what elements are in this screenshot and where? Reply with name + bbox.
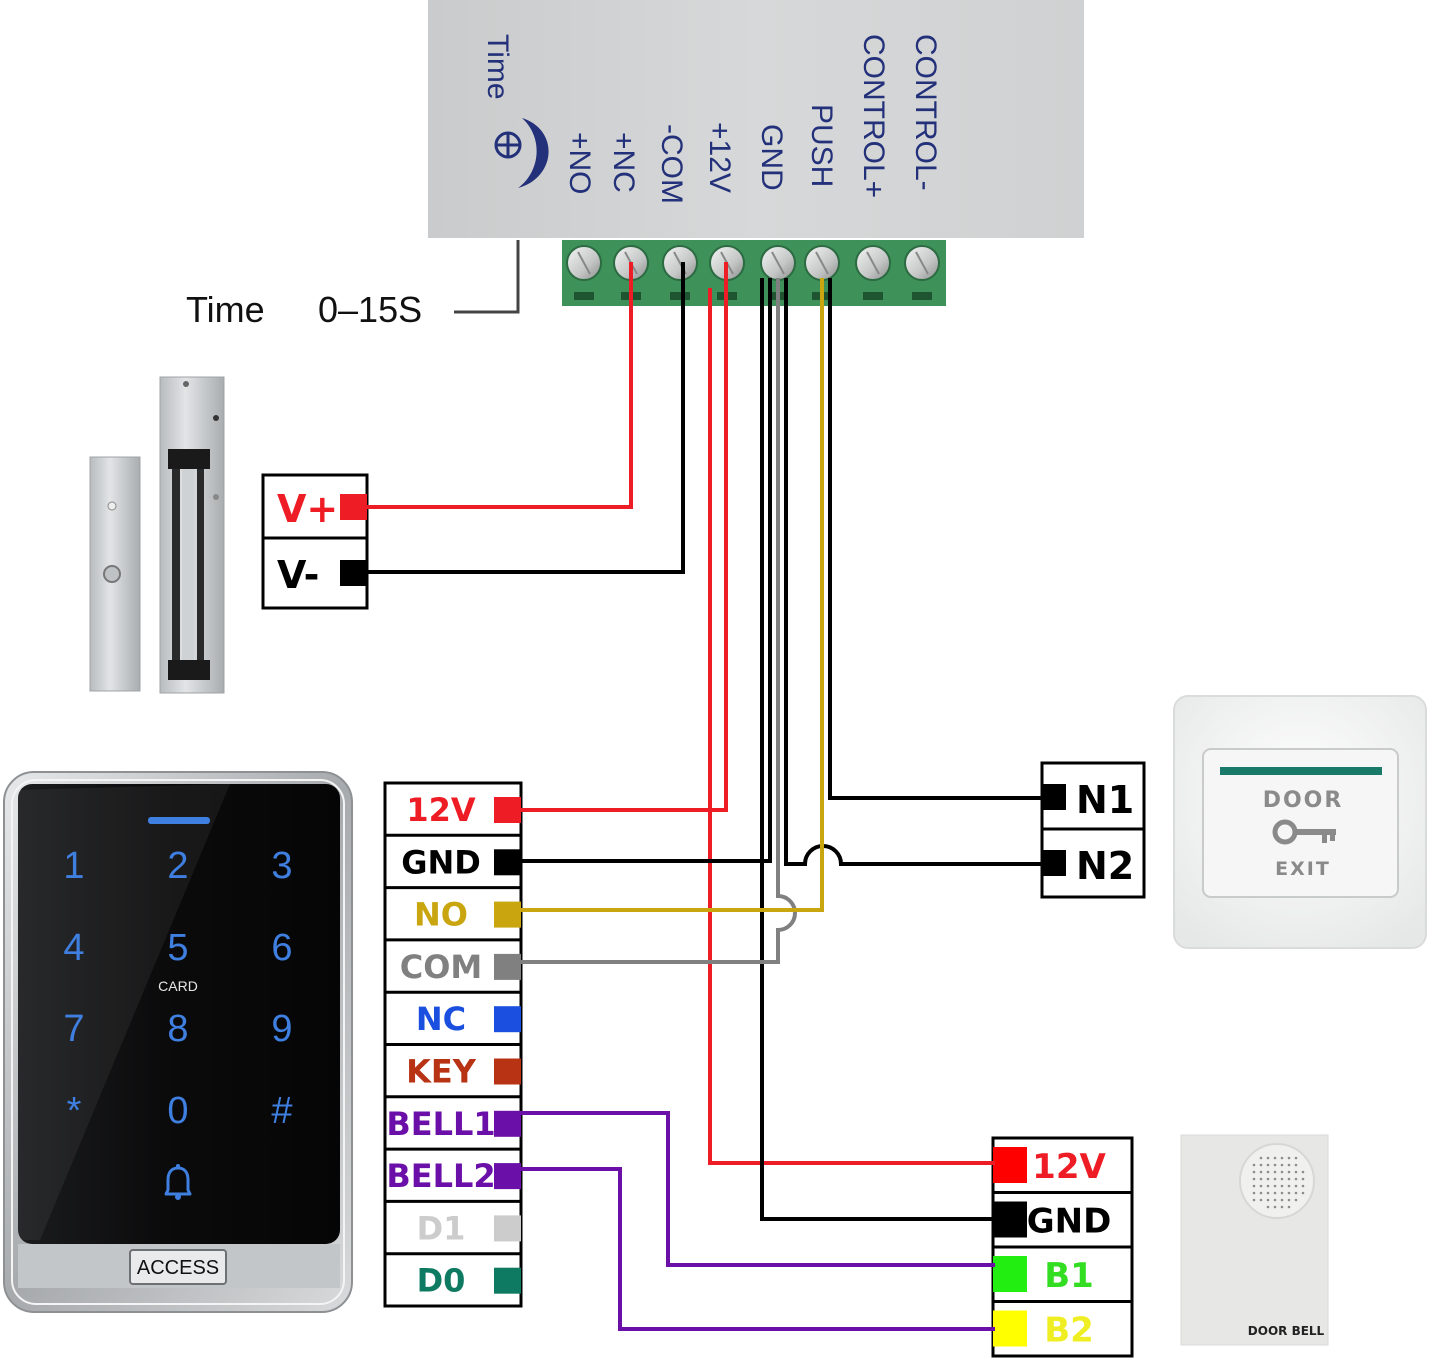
- exit-button-door-text: DOOR: [1263, 788, 1344, 813]
- terminal-label-control-minus: CONTROL-: [909, 34, 942, 191]
- keypad-indicator-led: [148, 817, 210, 824]
- doorbell-label: DOOR BELL: [1248, 1324, 1325, 1338]
- keypad-terminal-com: COM: [400, 948, 483, 986]
- keypad-pad-bell1: [494, 1111, 521, 1137]
- terminal-slot: [912, 292, 932, 300]
- maglock-pad-vminus: [340, 560, 367, 586]
- wire-bell1-to-b1: [521, 1113, 995, 1265]
- exit-terminal-n2: N2: [1076, 844, 1134, 888]
- terminal-slot: [670, 292, 690, 300]
- wire-gnd-to-doorbell: [762, 278, 995, 1219]
- doorbell-pad-b1: [993, 1256, 1027, 1292]
- maglock-terminal-box: V+ V-: [263, 475, 367, 608]
- wire-bell2-to-b2: [521, 1169, 995, 1329]
- doorbell-terminal-b2: B2: [1044, 1311, 1094, 1351]
- keypad-terminal-bell2: BELL2: [386, 1157, 495, 1195]
- keypad-key[interactable]: 0: [167, 1090, 188, 1132]
- keypad-pad-com: [494, 954, 521, 980]
- keypad-key[interactable]: 4: [63, 927, 84, 969]
- terminal-label-12v: +12V: [703, 122, 736, 193]
- keypad-terminal-box: 12V GND NO COM NC KEY BELL1BELL2D1D0: [385, 783, 521, 1306]
- speaker-grille-icon: [1240, 1144, 1314, 1218]
- keypad-pad-nc: [494, 1006, 521, 1032]
- keypad-terminal-nc: NC: [416, 1000, 466, 1038]
- wire-12v-to-doorbell: [710, 288, 995, 1163]
- keypad-key[interactable]: 3: [271, 845, 292, 887]
- keypad-pad-gnd: [494, 849, 521, 875]
- terminal-label-control-plus: CONTROL+: [857, 34, 890, 198]
- keypad-key[interactable]: 6: [271, 927, 292, 969]
- wire-12v-to-keypad: [521, 262, 726, 810]
- keypad-key[interactable]: 1: [63, 845, 84, 887]
- keypad-key[interactable]: 2: [167, 845, 188, 887]
- maglock-terminal-vminus: V-: [277, 553, 319, 597]
- terminal-label-com: -COM: [655, 124, 688, 204]
- time-range-annotation: Time 0–15S: [186, 240, 518, 330]
- terminal-label-gnd: GND: [755, 124, 788, 191]
- terminal-slot: [863, 292, 883, 300]
- doorbell-terminal-gnd: GND: [1027, 1202, 1112, 1242]
- keypad-terminal-no: NO: [414, 896, 468, 934]
- keypad-key[interactable]: 5: [167, 927, 188, 969]
- keypad-terminal-d0: D0: [417, 1262, 466, 1300]
- access-label: ACCESS: [137, 1257, 219, 1279]
- keypad-key[interactable]: #: [271, 1090, 292, 1132]
- exit-button: DOOR EXIT: [1174, 696, 1426, 948]
- doorbell-terminal-12v: 12V: [1032, 1147, 1106, 1187]
- terminal-label-no: +NO: [563, 132, 596, 195]
- keypad-terminal-d1: D1: [417, 1209, 466, 1247]
- exit-button-exit-text: EXIT: [1275, 858, 1331, 880]
- keypad-terminal-key: KEY: [406, 1053, 477, 1091]
- doorbell-pad-gnd: [993, 1202, 1027, 1238]
- keypad-key[interactable]: 7: [63, 1008, 84, 1050]
- controller-time-label: Time: [481, 34, 514, 100]
- keypad-pad-no: [494, 902, 521, 928]
- doorbell-pad-b2: [993, 1311, 1027, 1347]
- maglock: [90, 377, 224, 693]
- terminal-label-push: PUSH: [805, 104, 838, 187]
- exit-terminal-n1: N1: [1076, 778, 1134, 822]
- doorbell-terminal-box: 12V GND B1B2: [993, 1138, 1132, 1356]
- keypad-pad-12v: [494, 797, 521, 823]
- wire-push-to-n1: [830, 278, 1042, 798]
- keypad-pad-key: [494, 1059, 521, 1085]
- doorbell: DOOR BELL: [1181, 1135, 1328, 1345]
- doorbell-pad-12v: [993, 1147, 1027, 1183]
- keypad-pad-bell2: [494, 1163, 521, 1189]
- keypad-terminal-12v: 12V: [406, 791, 476, 829]
- maglock-terminal-vplus: V+: [277, 487, 338, 531]
- keypad-terminal-bell1: BELL1: [386, 1105, 495, 1143]
- keypad-card-label: CARD: [158, 978, 198, 994]
- keypad: 1 2 3 4 5 6 7 8 9 * 0 # CARD ACCESS: [4, 772, 352, 1312]
- time-range-label: Time: [186, 289, 265, 330]
- keypad-pad-d1: [494, 1215, 521, 1241]
- keypad-key[interactable]: 8: [167, 1008, 188, 1050]
- controller-housing: [428, 0, 1084, 238]
- keypad-pad-d0: [494, 1268, 521, 1294]
- terminal-slot: [574, 292, 594, 300]
- exit-pad-n2: [1042, 850, 1066, 876]
- controller: Time +NO +NC -COM +12V GND PUSH CONTROL+…: [428, 0, 1084, 306]
- wire-gnd-to-keypad: [521, 278, 770, 861]
- time-range-value: 0–15S: [318, 289, 422, 330]
- terminal-label-nc: +NC: [607, 132, 640, 193]
- maglock-pad-vplus: [340, 494, 367, 520]
- exit-pad-n1: [1042, 784, 1066, 810]
- time-range-leader-line: [454, 240, 518, 312]
- keypad-terminal-gnd: GND: [401, 843, 481, 881]
- keypad-key[interactable]: *: [67, 1090, 82, 1132]
- keypad-key[interactable]: 9: [271, 1008, 292, 1050]
- wire-gnd-to-n2: [786, 278, 1042, 864]
- doorbell-terminal-b1: B1: [1044, 1256, 1094, 1296]
- exit-button-terminal-box: N1 N2: [1042, 763, 1144, 897]
